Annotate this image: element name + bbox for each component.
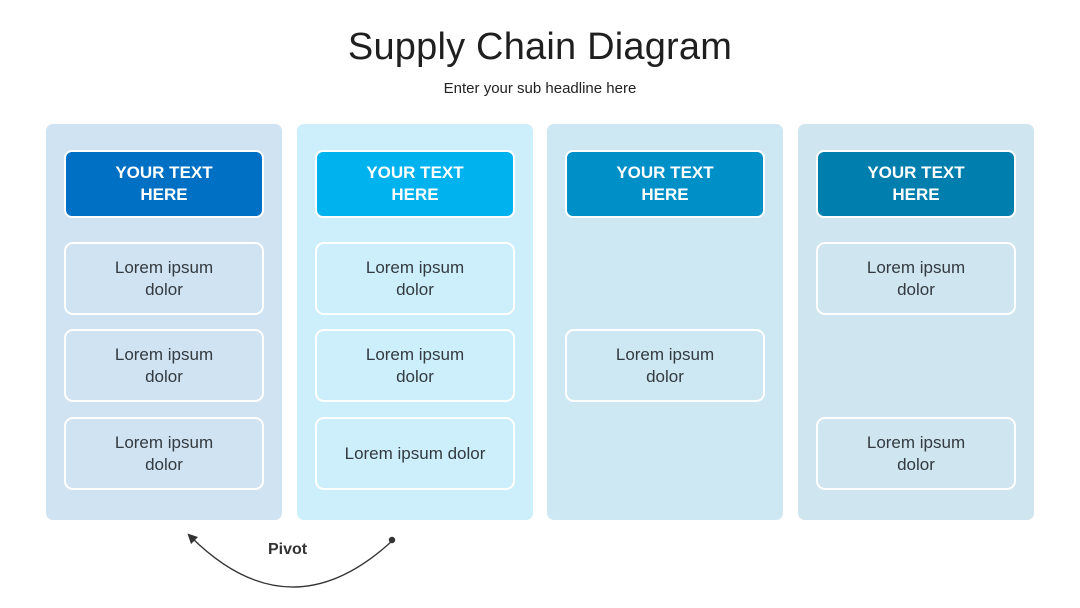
page-subtitle: Enter your sub headline here [443, 80, 637, 97]
pivot-arc [187, 533, 393, 588]
column-2-cell-2: Lorem ipsum dolor [315, 329, 515, 402]
column-1-header: YOUR TEXT HERE [64, 150, 264, 218]
column-2-cell-3: Lorem ipsum dolor [315, 417, 515, 490]
column-4-cell-3: Lorem ipsum dolor [816, 417, 1016, 490]
column-2: YOUR TEXT HERE Lorem ipsum dolor Lorem i… [297, 124, 533, 520]
column-3-header: YOUR TEXT HERE [565, 150, 765, 218]
column-1-cell-3: Lorem ipsum dolor [64, 417, 264, 490]
column-1-cell-1: Lorem ipsum dolor [64, 242, 264, 315]
pivot-start-dot [388, 536, 396, 544]
column-3-cell-2: Lorem ipsum dolor [565, 329, 765, 402]
column-2-header: YOUR TEXT HERE [315, 150, 515, 218]
column-1-cell-2: Lorem ipsum dolor [64, 329, 264, 402]
page-title: Supply Chain Diagram [347, 26, 733, 68]
column-3: YOUR TEXT HERE Lorem ipsum dolor [547, 124, 783, 520]
column-4-header: YOUR TEXT HERE [816, 150, 1016, 218]
column-1: YOUR TEXT HERE Lorem ipsum dolor Lorem i… [46, 124, 282, 520]
column-4-cell-1: Lorem ipsum dolor [816, 242, 1016, 315]
column-4: YOUR TEXT HERE Lorem ipsum dolor Lorem i… [798, 124, 1034, 520]
pivot-label: Pivot [268, 541, 308, 558]
column-2-cell-1: Lorem ipsum dolor [315, 242, 515, 315]
